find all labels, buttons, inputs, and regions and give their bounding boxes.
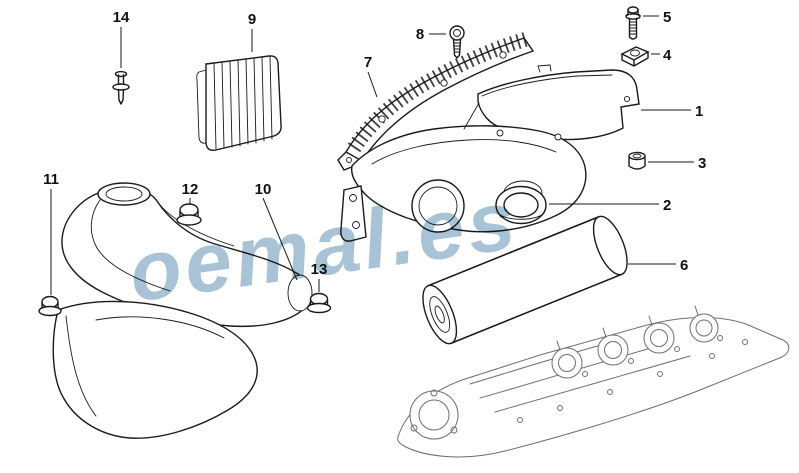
part-13-grommet: [306, 292, 332, 314]
part-11-grommet: [38, 295, 62, 317]
callout-labels: 14 9 8 7 5 4 1 3 2 6 11 12 10 13: [43, 9, 706, 278]
leader-lines: [50, 15, 694, 295]
callout-label-7[interactable]: 7: [364, 54, 372, 71]
callout-label-13[interactable]: 13: [311, 261, 328, 278]
callout-label-2[interactable]: 2: [663, 197, 671, 214]
callout-label-6[interactable]: 6: [680, 257, 688, 274]
part-3-rubber-buffer: [628, 151, 646, 170]
callout-label-9[interactable]: 9: [248, 11, 256, 28]
part-10-air-intake-duct: [52, 182, 313, 439]
part-2-sealing-ring: [495, 185, 547, 225]
part-8-screw: [449, 25, 465, 59]
intake-manifold-drawing: [397, 305, 790, 458]
part-6-air-filter-element: [422, 215, 628, 345]
part-4-clip-nut: [620, 46, 650, 67]
callout-label-10[interactable]: 10: [255, 181, 272, 198]
callout-label-8[interactable]: 8: [416, 26, 424, 43]
callout-label-4[interactable]: 4: [663, 47, 672, 64]
callout-label-11[interactable]: 11: [43, 171, 59, 188]
part-5-bolt: [625, 6, 641, 40]
part-9-bellows: [196, 55, 282, 152]
callout-label-1[interactable]: 1: [695, 103, 703, 120]
part-12-grommet: [176, 203, 202, 226]
part-1-intake-silencer-housing: [340, 64, 640, 242]
callout-label-12[interactable]: 12: [182, 181, 199, 198]
leader-line-10: [262, 197, 298, 281]
part-7-ribbed-cover-strip: [337, 31, 535, 171]
callout-label-14[interactable]: 14: [113, 9, 130, 26]
callout-label-5[interactable]: 5: [663, 9, 671, 26]
leader-line-7: [367, 71, 378, 98]
part-14-rivet: [112, 70, 130, 105]
callout-label-3[interactable]: 3: [698, 155, 706, 172]
